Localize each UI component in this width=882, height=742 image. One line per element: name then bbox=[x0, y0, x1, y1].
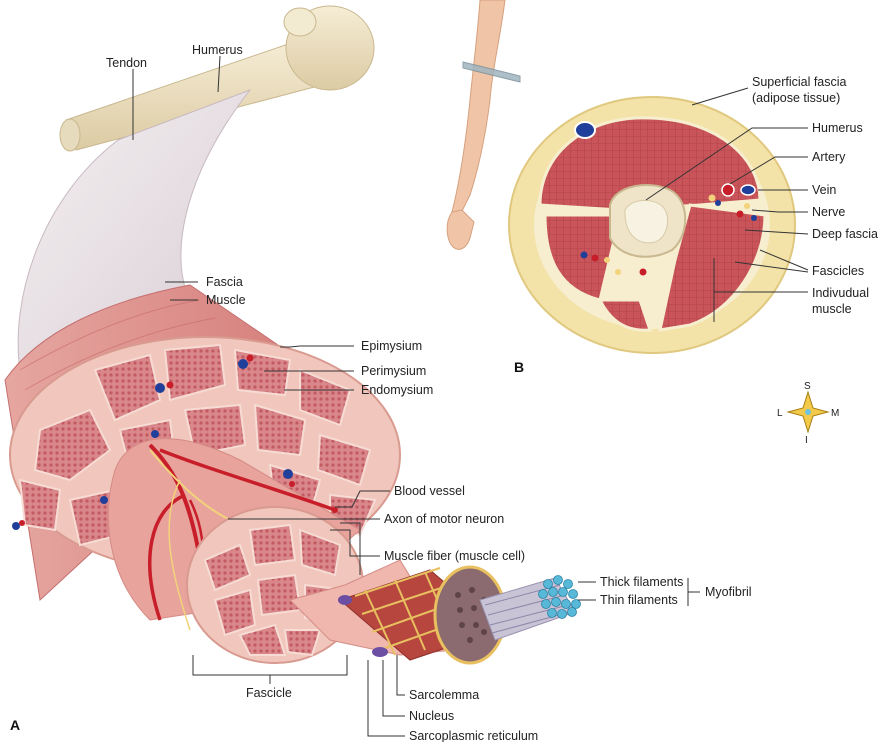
label-perimysium: Perimysium bbox=[361, 364, 426, 378]
label-humerus-b: Humerus bbox=[812, 121, 863, 135]
label-humerus-a: Humerus bbox=[192, 43, 243, 57]
panel-a-letter: A bbox=[10, 717, 20, 733]
label-superficial-fascia-line1: Superficial fascia bbox=[752, 75, 847, 89]
label-fascia: Fascia bbox=[206, 275, 243, 289]
compass-inferior: I bbox=[805, 435, 808, 446]
orientation-compass bbox=[786, 390, 830, 434]
panel-a-illustration bbox=[4, 5, 581, 665]
label-vein: Vein bbox=[812, 183, 836, 197]
label-individual-muscle-line2: muscle bbox=[812, 302, 852, 316]
compass-superior: S bbox=[804, 381, 811, 392]
label-blood-vessel: Blood vessel bbox=[394, 484, 465, 498]
compass-labels: S I L M bbox=[777, 381, 839, 446]
label-muscle-fiber: Muscle fiber (muscle cell) bbox=[384, 549, 525, 563]
myofibril-strands bbox=[479, 575, 581, 641]
label-fascicle: Fascicle bbox=[246, 686, 292, 700]
label-nucleus: Nucleus bbox=[409, 709, 454, 723]
leader-lines bbox=[132, 55, 809, 737]
label-sarcolemma: Sarcolemma bbox=[409, 688, 479, 702]
label-thin-filaments: Thin filaments bbox=[600, 593, 678, 607]
label-individual-muscle-line1: Indivudual bbox=[812, 286, 869, 300]
label-artery: Artery bbox=[812, 150, 846, 164]
label-tendon: Tendon bbox=[106, 56, 147, 70]
blood-vessel-tree bbox=[148, 443, 338, 631]
label-endomysium: Endomysium bbox=[361, 383, 433, 397]
label-myofibril: Myofibril bbox=[705, 585, 752, 599]
label-superficial-fascia-line2: (adipose tissue) bbox=[752, 91, 840, 105]
panel-a-labels: Tendon Humerus Fascia Muscle Epimysium P… bbox=[10, 43, 752, 742]
panel-b-labels: Superficial fascia (adipose tissue) Hume… bbox=[514, 75, 878, 375]
panel-b-illustration bbox=[446, 0, 830, 434]
label-muscle: Muscle bbox=[206, 293, 246, 307]
compass-medial: M bbox=[831, 408, 839, 419]
arm-cross-section bbox=[508, 96, 796, 354]
arm-thumbnail bbox=[446, 0, 521, 250]
humerus-bone bbox=[59, 5, 375, 152]
label-axon: Axon of motor neuron bbox=[384, 512, 504, 526]
label-thick-filaments: Thick filaments bbox=[600, 575, 683, 589]
label-sarcoplasmic-reticulum: Sarcoplasmic reticulum bbox=[409, 729, 538, 742]
panel-b-letter: B bbox=[514, 359, 524, 375]
label-deep-fascia: Deep fascia bbox=[812, 227, 878, 241]
compass-lateral: L bbox=[777, 408, 783, 419]
label-epimysium: Epimysium bbox=[361, 339, 422, 353]
label-nerve: Nerve bbox=[812, 205, 845, 219]
label-fascicles: Fascicles bbox=[812, 264, 864, 278]
muscle-fiber-cylinder bbox=[289, 559, 507, 665]
